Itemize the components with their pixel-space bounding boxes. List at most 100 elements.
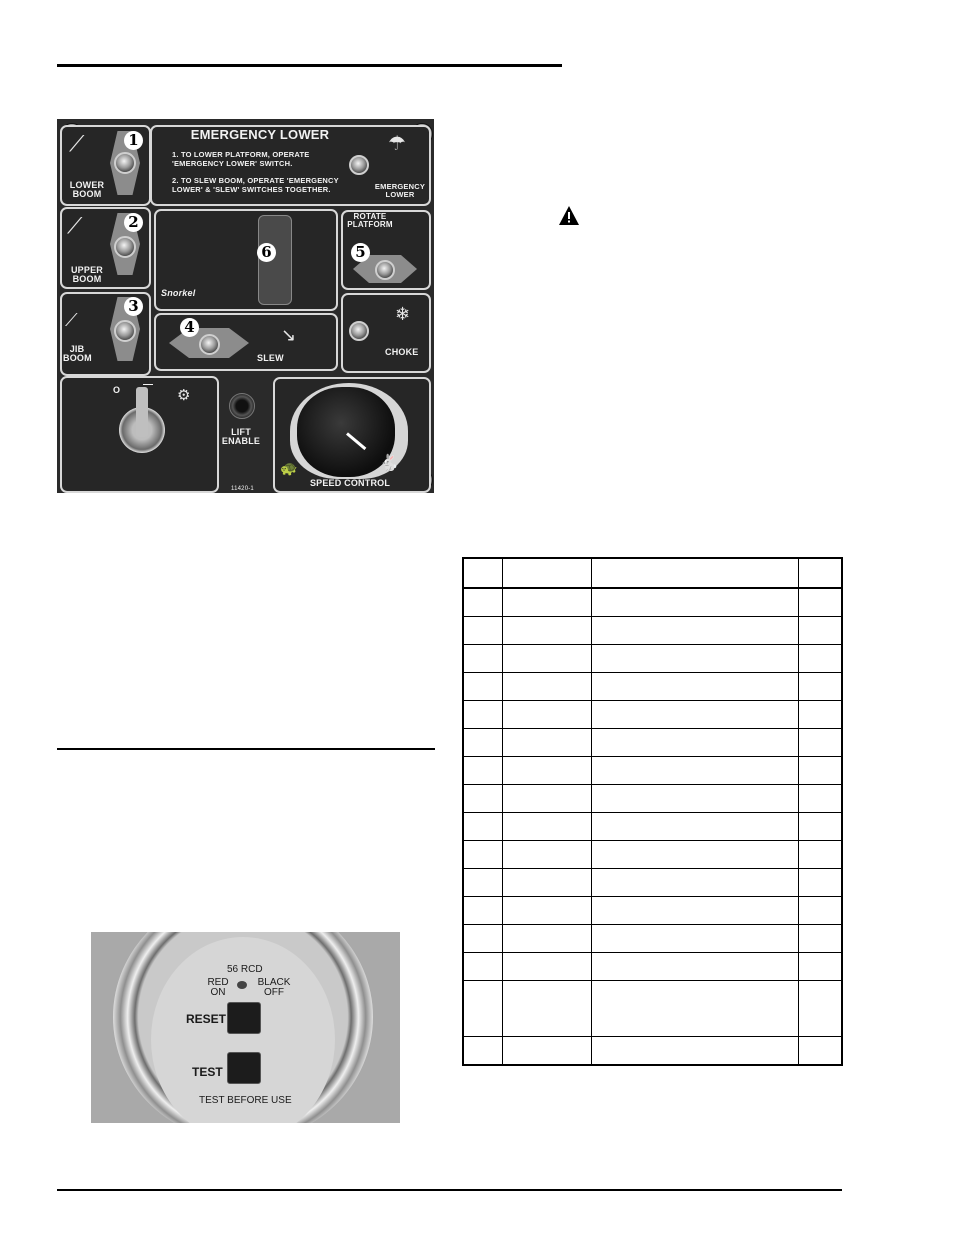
table-cell [797, 1036, 843, 1066]
table-cell [462, 616, 503, 645]
table-cell [501, 952, 592, 981]
table-cell [462, 840, 503, 869]
table-cell [797, 980, 843, 1037]
table-cell [462, 756, 503, 785]
turtle-icon: 🐢 [280, 460, 298, 476]
table-cell [462, 728, 503, 757]
table-cell [501, 616, 592, 645]
slew-icon: ↘ [281, 325, 297, 345]
callout-2: 2 [124, 213, 143, 232]
table-cell [797, 924, 843, 953]
table-header-cell [797, 557, 843, 589]
key-icon [136, 387, 148, 437]
lower-boom-label: LOWER BOOM [69, 180, 105, 199]
slew-switch[interactable] [199, 334, 220, 355]
table-cell [462, 700, 503, 729]
table-cell [462, 812, 503, 841]
engine-start-icon: ⚙ [177, 387, 191, 404]
table-cell [462, 868, 503, 897]
table-cell [462, 784, 503, 813]
table-row [462, 672, 843, 701]
jib-icon: ⟋ [65, 310, 78, 330]
table-cell [462, 644, 503, 673]
speed-control-knob[interactable] [297, 387, 395, 477]
table-row [462, 587, 843, 617]
table-cell [501, 672, 592, 701]
table-row [462, 868, 843, 897]
lift-enable-label: LIFT ENABLE [221, 427, 261, 446]
table-row [462, 728, 843, 757]
table-cell [501, 644, 592, 673]
table-cell [590, 728, 799, 757]
table-cell [797, 644, 843, 673]
section-rule [57, 748, 435, 750]
emergency-lower-switch[interactable] [349, 155, 369, 175]
table-cell [462, 924, 503, 953]
jib-boom-switch[interactable] [114, 320, 136, 342]
table-cell [501, 812, 592, 841]
table-cell [590, 840, 799, 869]
emergency-lower-title: EMERGENCY LOWER [190, 127, 330, 142]
rcd-reset-button[interactable] [227, 1002, 261, 1034]
upper-boom-switch[interactable] [114, 236, 136, 258]
table-header-cell [501, 557, 592, 589]
table-row [462, 840, 843, 869]
upper-boom-label: UPPER BOOM [70, 265, 103, 284]
table-cell [590, 896, 799, 925]
brand-label: Snorkel [161, 288, 196, 298]
table-cell [797, 896, 843, 925]
table-cell [462, 1036, 503, 1066]
table-cell [590, 868, 799, 897]
table-cell [590, 644, 799, 673]
rcd-test-button[interactable] [227, 1052, 261, 1084]
boom-icon: ⟋ [69, 131, 85, 156]
table-row [462, 980, 843, 1037]
table-row [462, 924, 843, 953]
table-row [462, 756, 843, 785]
rcd-black-label: BLACK OFF [257, 977, 291, 998]
table-cell [590, 700, 799, 729]
table-row [462, 896, 843, 925]
jib-boom-label: JIB BOOM [63, 344, 92, 363]
table-cell [797, 840, 843, 869]
callout-3: 3 [124, 297, 143, 316]
table-cell [797, 756, 843, 785]
rotary-handle[interactable] [258, 215, 292, 305]
table-row [462, 784, 843, 813]
rotate-platform-switch[interactable] [375, 260, 395, 280]
table-cell [462, 980, 503, 1037]
rcd-test-label: TEST [192, 1065, 223, 1079]
rotary-handle-section [154, 209, 338, 311]
table-cell [462, 587, 503, 617]
table-header-cell [462, 557, 503, 589]
header-rule [57, 64, 562, 67]
table-body [462, 587, 843, 1066]
part-number: 11420-1 [231, 486, 254, 492]
table-cell [797, 784, 843, 813]
choke-switch[interactable] [349, 321, 369, 341]
warning-icon [559, 206, 579, 225]
table-cell [501, 924, 592, 953]
table-cell [501, 756, 592, 785]
table-row [462, 952, 843, 981]
choke-section [341, 293, 431, 373]
table-row [462, 644, 843, 673]
emergency-lower-instruction-1: 1. TO LOWER PLATFORM, OPERATE 'EMERGENCY… [172, 150, 310, 168]
table-cell [501, 587, 592, 617]
table-cell [462, 672, 503, 701]
indicator-light-icon [237, 981, 247, 989]
table-cell [501, 868, 592, 897]
table-cell [590, 756, 799, 785]
table-cell [501, 784, 592, 813]
lower-boom-switch[interactable] [114, 152, 136, 174]
rabbit-icon: 🐇 [379, 455, 399, 472]
table-cell [501, 1036, 592, 1066]
table-cell [590, 924, 799, 953]
emergency-lower-instruction-2: 2. TO SLEW BOOM, OPERATE 'EMERGENCY LOWE… [172, 176, 339, 194]
table-cell [590, 672, 799, 701]
table-row [462, 700, 843, 729]
table-cell [797, 728, 843, 757]
lift-enable-button[interactable] [229, 393, 255, 419]
table-header-row [462, 557, 843, 589]
emergency-lower-section [150, 125, 431, 206]
